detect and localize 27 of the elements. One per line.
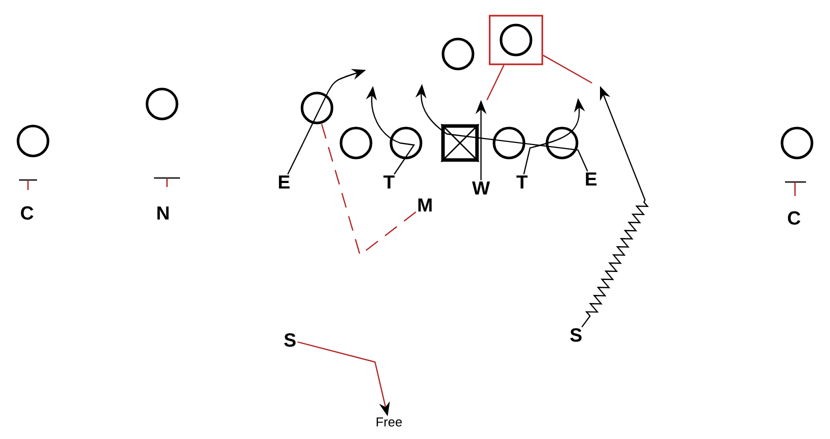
player-circle [492,126,526,160]
player-circle [780,126,814,160]
player-circle [546,126,578,160]
position-letter: T [383,175,395,189]
highlight-box [488,14,544,66]
player-circle [390,126,422,160]
route-line [486,64,504,100]
player-circle [442,38,474,70]
position-letter: S [570,328,582,342]
player-circle [300,92,334,124]
route-line [321,123,416,256]
center-square [440,124,480,162]
position-letter: C [20,206,34,220]
player-circle [340,126,372,160]
position-letter: M [418,198,432,212]
route-label: Free [376,417,402,427]
position-letter: E [278,175,290,189]
player-circle [500,24,532,56]
route-line [542,54,592,84]
player-circle [146,88,178,120]
position-letter: C [788,211,800,225]
position-letter: T [516,175,528,189]
position-letter: S [284,333,296,347]
position-letter: W [472,181,490,195]
player-circle [16,124,50,158]
position-letter: E [586,172,597,186]
position-letter: N [157,206,169,220]
